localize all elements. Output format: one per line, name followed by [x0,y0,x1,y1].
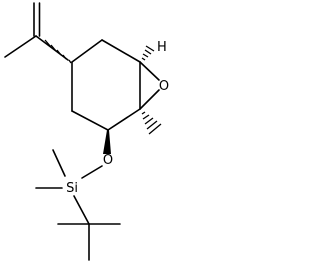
bond-oxygen-silicon [81,165,103,179]
atom-label-hydrogen: H [157,40,167,55]
ring-bond-c4-c5 [71,39,103,63]
hashed-bond-isopropenyl [44,39,72,64]
wedge-bond-ether-oxygen [103,130,111,154]
bond-vinyl-methyl [4,35,37,58]
ring-bond-c1-c2 [107,108,141,131]
atom-label-ether-oxygen: O [103,153,113,168]
hashed-bond-methyl [141,111,162,135]
atom-label-silicon: Si [66,181,78,196]
bond-c1-oxygen [139,89,160,110]
molecule-structure: H O O Si [4,2,169,261]
atom-label-epoxide-oxygen: O [159,79,169,94]
silyl-substituents [35,149,90,225]
epoxide-ring [139,61,160,110]
bond-c6-oxygen [139,61,160,81]
bond-si-tert-carbon [73,195,90,225]
bond-vinyl-ring [35,35,69,61]
isopropenyl-group [4,2,69,61]
bond-si-methyl-up [52,149,66,177]
tert-butyl-group [57,223,121,261]
ring-bond-c5-c6 [101,39,141,63]
hashed-bond-hydrogen [141,45,155,61]
ring-bond-c2-c3 [71,110,109,131]
cyclohexane-ring [71,39,141,131]
